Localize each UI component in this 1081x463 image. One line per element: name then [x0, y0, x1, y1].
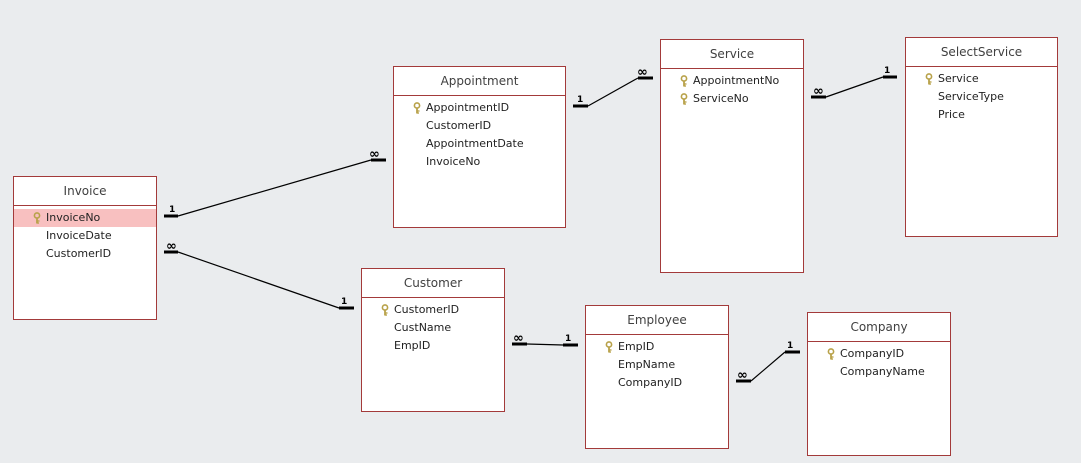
- one-label: 1: [884, 66, 890, 76]
- field-label: CustomerID: [426, 119, 492, 132]
- field-label: CompanyID: [618, 376, 683, 389]
- field-label: AppointmentDate: [426, 137, 524, 150]
- relationship-invoice-appointment[interactable]: 1 ∞: [164, 147, 386, 218]
- field-label: CustName: [394, 321, 452, 334]
- field-label: CompanyID: [840, 347, 905, 360]
- table-title[interactable]: SelectService: [906, 38, 1057, 67]
- one-label: 1: [341, 297, 347, 307]
- one-label: 1: [169, 205, 175, 215]
- key-icon: [827, 348, 835, 360]
- table-title[interactable]: Invoice: [14, 177, 156, 206]
- field-label: EmpID: [618, 340, 655, 353]
- key-icon: [413, 102, 421, 114]
- many-label: ∞: [166, 239, 177, 254]
- many-label: ∞: [637, 65, 648, 80]
- field-label: Service: [938, 72, 979, 85]
- table-company[interactable]: Company CompanyID CompanyName: [807, 312, 951, 456]
- field-appointmentid[interactable]: AppointmentID: [394, 99, 565, 117]
- many-label: ∞: [513, 331, 524, 346]
- field-companyid[interactable]: CompanyID: [808, 345, 950, 363]
- field-label: AppointmentID: [426, 101, 510, 114]
- field-label: Price: [938, 108, 965, 121]
- field-appointmentdate[interactable]: AppointmentDate: [394, 135, 565, 153]
- relationship-appointment-service[interactable]: 1 ∞: [573, 65, 653, 108]
- key-icon: [925, 73, 933, 85]
- key-icon: [680, 75, 688, 87]
- relationship-invoice-customer[interactable]: ∞ 1: [164, 239, 354, 310]
- field-label: InvoiceDate: [46, 229, 112, 242]
- field-service[interactable]: Service: [906, 70, 1057, 88]
- field-label: CustomerID: [394, 303, 460, 316]
- table-selectservice[interactable]: SelectService Service ServiceType Price: [905, 37, 1058, 237]
- field-label: InvoiceNo: [46, 211, 101, 224]
- field-empid[interactable]: EmpID: [586, 338, 728, 356]
- table-title[interactable]: Appointment: [394, 67, 565, 96]
- field-companyname[interactable]: CompanyName: [808, 363, 950, 381]
- field-customerid[interactable]: CustomerID: [394, 117, 565, 135]
- relationship-employee-company[interactable]: ∞ 1: [736, 341, 800, 383]
- table-appointment[interactable]: Appointment AppointmentID CustomerID App…: [393, 66, 566, 228]
- many-label: ∞: [369, 147, 380, 162]
- table-title[interactable]: Service: [661, 40, 803, 69]
- field-customerid[interactable]: CustomerID: [362, 301, 504, 319]
- table-customer[interactable]: Customer CustomerID CustName EmpID: [361, 268, 505, 412]
- table-title[interactable]: Company: [808, 313, 950, 342]
- relationship-customer-employee[interactable]: ∞ 1: [512, 331, 578, 347]
- field-invoiceno[interactable]: InvoiceNo: [394, 153, 565, 171]
- field-empname[interactable]: EmpName: [586, 356, 728, 374]
- many-label: ∞: [737, 368, 748, 383]
- many-label: ∞: [813, 84, 824, 99]
- field-label: AppointmentNo: [693, 74, 780, 87]
- key-icon: [605, 341, 613, 353]
- field-invoicedate[interactable]: InvoiceDate: [14, 227, 156, 245]
- field-label: EmpName: [618, 358, 676, 371]
- field-label: CustomerID: [46, 247, 112, 260]
- key-icon: [680, 93, 688, 105]
- one-label: 1: [577, 95, 583, 105]
- one-label: 1: [565, 334, 571, 344]
- key-icon: [381, 304, 389, 316]
- field-servicetype[interactable]: ServiceType: [906, 88, 1057, 106]
- field-label: CompanyName: [840, 365, 925, 378]
- field-appointmentno[interactable]: AppointmentNo: [661, 72, 803, 90]
- table-employee[interactable]: Employee EmpID EmpName CompanyID: [585, 305, 729, 449]
- field-label: EmpID: [394, 339, 431, 352]
- field-invoiceno[interactable]: InvoiceNo: [14, 209, 156, 227]
- table-title[interactable]: Customer: [362, 269, 504, 298]
- key-icon: [33, 212, 41, 224]
- field-custname[interactable]: CustName: [362, 319, 504, 337]
- field-customerid[interactable]: CustomerID: [14, 245, 156, 263]
- field-label: ServiceType: [938, 90, 1004, 103]
- table-invoice[interactable]: Invoice InvoiceNo InvoiceDate CustomerID: [13, 176, 157, 320]
- field-price[interactable]: Price: [906, 106, 1057, 124]
- one-label: 1: [787, 341, 793, 351]
- field-label: InvoiceNo: [426, 155, 481, 168]
- field-label: ServiceNo: [693, 92, 749, 105]
- field-companyid[interactable]: CompanyID: [586, 374, 728, 392]
- table-title[interactable]: Employee: [586, 306, 728, 335]
- field-serviceno[interactable]: ServiceNo: [661, 90, 803, 108]
- field-empid[interactable]: EmpID: [362, 337, 504, 355]
- relationship-service-selectservice[interactable]: ∞ 1: [811, 66, 897, 99]
- table-service[interactable]: Service AppointmentNo ServiceNo: [660, 39, 804, 273]
